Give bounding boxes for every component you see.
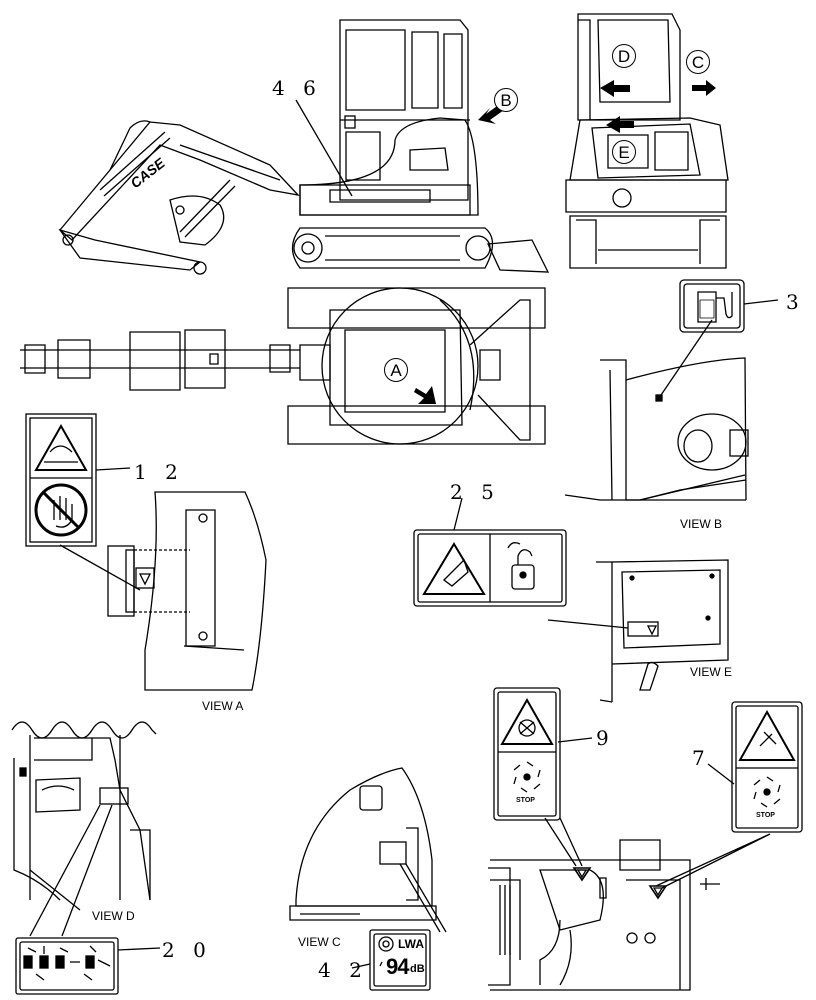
- decal-7: [731, 701, 803, 833]
- view-e-title: VIEW E: [690, 665, 733, 679]
- leader-line-46: [295, 99, 353, 197]
- view-d-panel: [11, 721, 157, 911]
- leader-b: [658, 319, 713, 399]
- view-a-title: VIEW A: [202, 699, 244, 713]
- leader-line-20: [117, 947, 161, 951]
- arrow-d: [600, 80, 630, 97]
- view-c-title: VIEW C: [298, 935, 341, 949]
- leader-line-25: [453, 497, 463, 531]
- view-b-panel: [564, 319, 749, 501]
- arrow-c: [692, 80, 716, 96]
- view-marker-d: D: [612, 44, 636, 68]
- fuel-pump-icon: [697, 291, 717, 323]
- callout-number-42: 4 2: [318, 958, 368, 982]
- engine-bay-view: [488, 839, 720, 991]
- lwa-value: 94: [386, 954, 410, 979]
- view-e-panel: [547, 559, 729, 703]
- decal-25: [413, 529, 567, 607]
- excavator-top-view: [20, 287, 546, 445]
- stop-label-7: STOP: [756, 812, 775, 819]
- leader-7-bay: [655, 833, 771, 889]
- view-d-title: VIEW D: [92, 909, 135, 923]
- arrow-e: [606, 116, 634, 133]
- leader-20: [29, 804, 113, 937]
- unlock-icon: [511, 564, 535, 590]
- callout-number-46: 4 6: [272, 76, 322, 100]
- sound-power-icon: [378, 936, 394, 952]
- callout-number-20: 2 0: [162, 938, 212, 962]
- decal-12: [25, 413, 97, 547]
- decal-20: [15, 937, 119, 995]
- callout-number-9: 9: [596, 726, 615, 750]
- rotating-fan-icon-7: [753, 776, 781, 808]
- view-a-panel: [59, 491, 267, 691]
- decal-42: [369, 929, 431, 991]
- view-arrows: [414, 80, 716, 404]
- view-b-title: VIEW B: [680, 517, 723, 531]
- callout-number-3: 3: [786, 290, 805, 314]
- view-c-panel: [289, 767, 447, 933]
- leader-9-bay: [544, 817, 583, 867]
- stop-label-9: STOP: [516, 797, 535, 804]
- rotating-fan-icon-9: [513, 761, 541, 793]
- callout-number-7: 7: [692, 746, 711, 770]
- view-marker-c: C: [686, 50, 710, 74]
- view-marker-e: E: [612, 140, 636, 164]
- decal-9: [493, 687, 561, 821]
- fan-entanglement-icon: [738, 709, 796, 761]
- hand-crush-warning-icon: [34, 423, 88, 471]
- leader-line-12: [95, 467, 131, 471]
- arrow-a: [414, 386, 436, 404]
- leader-line-7: [707, 763, 735, 785]
- view-marker-a: A: [384, 358, 408, 382]
- decal-fuel: [679, 279, 745, 333]
- leader-line-3: [743, 299, 779, 305]
- callout-number-25: 2 5: [450, 480, 500, 504]
- callout-number-12: 1 2: [134, 460, 184, 484]
- no-touch-icon: [34, 483, 88, 537]
- leader-line-42: [351, 963, 371, 969]
- view-marker-b: B: [494, 88, 518, 112]
- excavator-rear-view: [565, 13, 729, 269]
- excavator-side-view: [58, 19, 550, 275]
- lwa-label: LWA: [398, 937, 424, 951]
- crush-warning-icon: [422, 542, 486, 595]
- lwa-unit: dB: [410, 963, 425, 975]
- leader-line-9: [557, 737, 593, 743]
